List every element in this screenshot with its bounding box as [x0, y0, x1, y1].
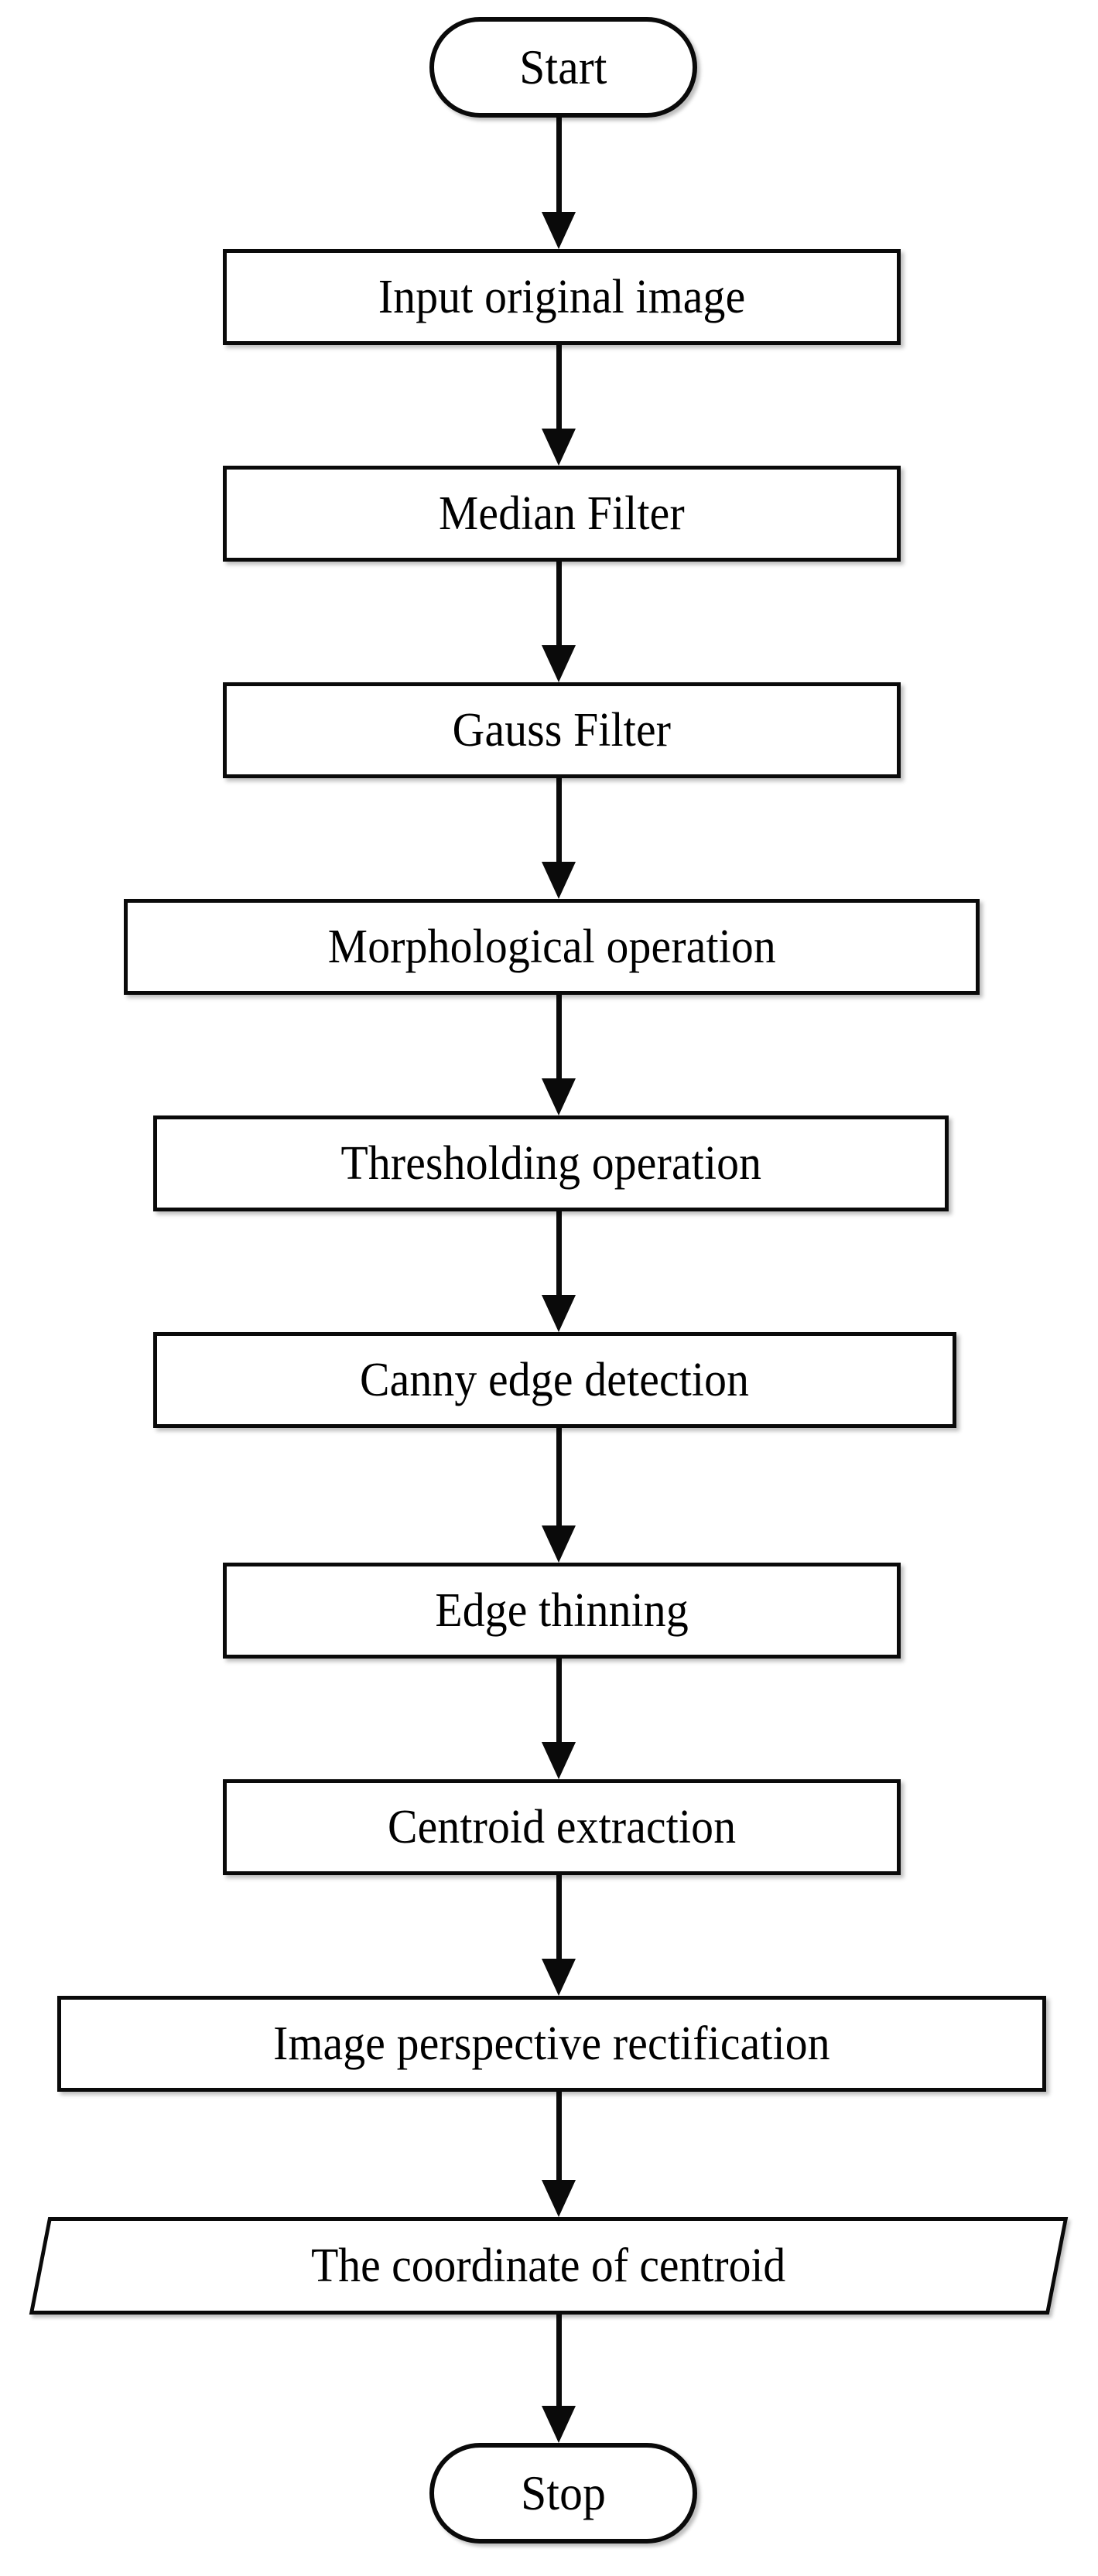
flow-node-label-centroid: Centroid extraction	[387, 1801, 737, 1853]
flow-node-label-start: Start	[519, 39, 607, 94]
flow-node-threshold: Thresholding operation	[153, 1115, 949, 1211]
arrow-head-icon	[542, 862, 576, 899]
arrow-shaft	[556, 995, 562, 1081]
flow-node-median: Median Filter	[223, 466, 901, 562]
flow-node-input: Input original image	[223, 249, 901, 345]
arrow-head-icon	[542, 2406, 576, 2443]
flow-node-gauss: Gauss Filter	[223, 682, 901, 778]
arrow-shaft	[556, 778, 562, 865]
flow-node-label-morph: Morphological operation	[327, 921, 776, 973]
flow-node-label-rectify: Image perspective rectification	[273, 2017, 830, 2070]
flow-node-label-median: Median Filter	[439, 487, 685, 540]
flow-node-canny: Canny edge detection	[153, 1332, 956, 1428]
arrow-shaft	[556, 562, 562, 648]
flow-node-label-stop: Stop	[521, 2465, 606, 2520]
flow-node-start: Start	[429, 17, 697, 118]
arrow-shaft	[556, 2092, 562, 2183]
arrow-head-icon	[542, 1295, 576, 1332]
flow-node-morph: Morphological operation	[124, 899, 980, 995]
arrow-shaft	[556, 1659, 562, 1745]
flow-node-label-threshold: Thresholding operation	[340, 1137, 761, 1190]
arrow-head-icon	[542, 2180, 576, 2217]
arrow-head-icon	[542, 1742, 576, 1779]
arrow-shaft	[556, 2315, 562, 2409]
arrow-head-icon	[542, 429, 576, 466]
arrow-head-icon	[542, 1525, 576, 1563]
flow-node-coordinate: The coordinate of centroid	[29, 2217, 1069, 2315]
arrow-shaft	[556, 1875, 562, 1962]
arrow-head-icon	[542, 212, 576, 249]
arrow-shaft	[556, 118, 562, 215]
arrow-shaft	[556, 1428, 562, 1529]
arrow-head-icon	[542, 1959, 576, 1996]
flow-node-rectify: Image perspective rectification	[57, 1996, 1046, 2092]
flow-node-stop: Stop	[429, 2443, 697, 2544]
flow-node-thinning: Edge thinning	[223, 1563, 901, 1659]
flow-node-label-coordinate: The coordinate of centroid	[311, 2239, 786, 2292]
flow-node-label-thinning: Edge thinning	[435, 1584, 689, 1637]
flow-node-centroid: Centroid extraction	[223, 1779, 901, 1875]
flow-node-label-canny: Canny edge detection	[360, 1354, 750, 1406]
flow-node-label-input: Input original image	[378, 271, 746, 323]
flow-node-label-gauss: Gauss Filter	[452, 704, 672, 757]
arrow-shaft	[556, 1211, 562, 1298]
arrow-head-icon	[542, 1078, 576, 1115]
arrow-head-icon	[542, 645, 576, 682]
arrow-shaft	[556, 345, 562, 432]
